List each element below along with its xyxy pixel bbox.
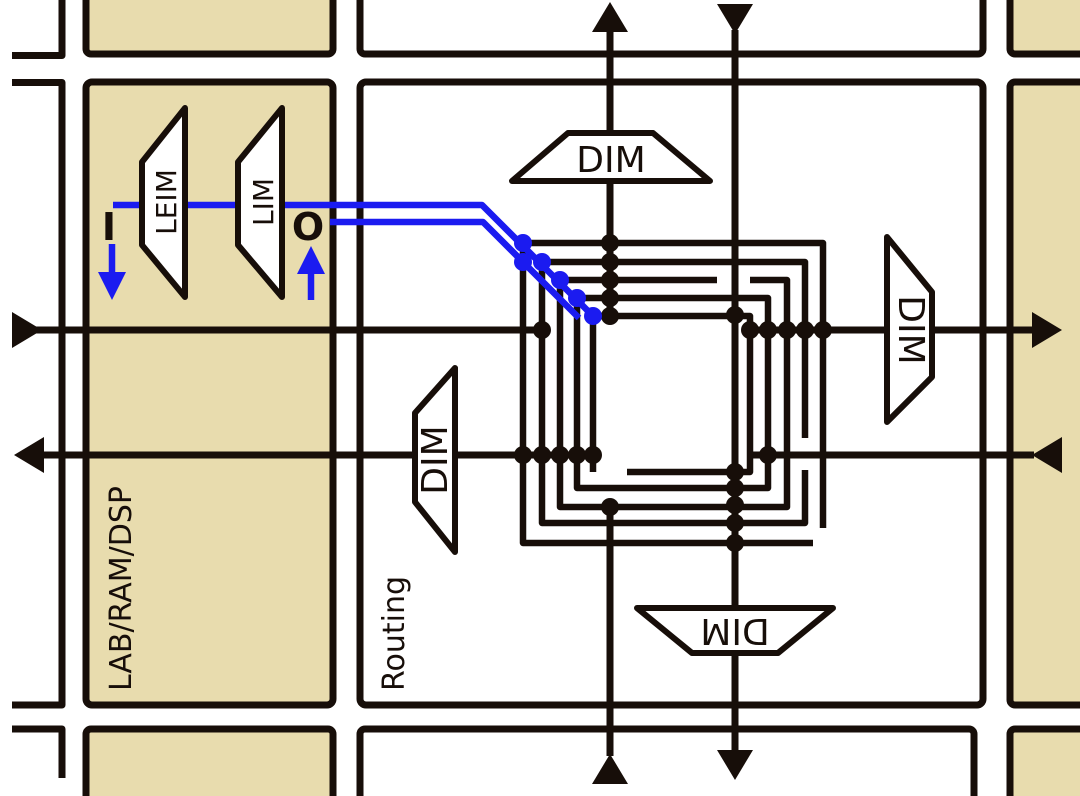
junction-dot [568,446,586,464]
lim-label: LIM [247,178,280,226]
junction-dot [726,514,744,532]
labels: LEIM LIM DIM DIM DIM DIM LAB/RAM/DSP Rou… [102,140,931,691]
right-neighbor-tile [1006,78,1080,709]
wire-arrow-right-icon [12,312,42,348]
dim-mux-bottom [634,605,836,656]
junction-dot [601,498,619,516]
routing-tile-above [356,0,987,58]
junction-dots [514,234,832,552]
routing-block-label: Routing [377,576,412,691]
left-neighbor-top-corner [12,0,66,59]
junction-dot [533,321,551,339]
junction-dot [759,446,777,464]
blue-junction-dot [584,307,602,325]
blue-junction-dot [551,271,569,289]
blue-junction-dot [533,253,551,271]
junction-dot [726,463,744,481]
right-neighbor-tile-below [1006,725,1080,796]
junction-dot [601,253,619,271]
lab-block-label: LAB/RAM/DSP [104,486,139,691]
wire-arrow-left-icon [1032,437,1062,473]
junction-dot [726,496,744,514]
wire-arrow-left-icon [14,437,44,473]
leim-mux [139,105,188,300]
input-arrow-down-icon [98,272,126,300]
dim-left-label: DIM [415,425,456,494]
ring-2 [538,258,809,527]
junction-dot [759,321,777,339]
left-neighbor-border [12,79,66,709]
lab-tile-above [82,0,337,58]
junction-dot [601,234,619,252]
dim-mux-left [412,365,458,555]
right-neighbor-tile-above [1006,0,1080,58]
input-port-label: I [102,205,116,249]
lab-tile-below [82,725,337,796]
ring-4 [573,294,772,492]
dim-right-label: DIM [890,295,931,364]
ring-3 [556,276,791,511]
dim-mux-top [509,130,713,184]
wire-arrow-up-icon [592,754,628,784]
junction-dot [796,321,814,339]
junction-dot [584,446,602,464]
dim-mux-right [884,234,935,425]
wire-arrow-down-icon [717,4,753,34]
output-port-label: O [292,205,324,249]
junction-dot [601,307,619,325]
junction-dot [514,446,532,464]
h-wire-left [14,437,1062,473]
junction-dot [741,321,759,339]
left-neighbor-bottom-corner [12,725,66,778]
multiplexers [139,105,935,656]
junction-dot [726,479,744,497]
wire-arrow-right-icon [1032,312,1062,348]
output-net [330,218,582,321]
junction-dot [726,534,744,552]
junction-dot [601,289,619,307]
blue-junction-dot [568,289,586,307]
wire-arrow-down-icon [717,750,753,780]
dim-top-label: DIM [576,140,645,181]
junction-dot [726,306,744,324]
lim-mux [235,105,285,300]
ring-5 [589,312,754,476]
junction-dot [778,321,796,339]
routing-tile-below [356,725,978,796]
junction-dot [551,446,569,464]
dim-bottom-label: DIM [700,610,769,651]
output-arrow-up-icon [297,246,325,274]
junction-dot [814,321,832,339]
blue-junction-dot [514,234,532,252]
junction-dot [533,446,551,464]
junction-dot [601,271,619,289]
leim-label: LEIM [150,169,183,235]
wire-arrow-up-icon [592,2,628,32]
blue-junction-dot [514,253,532,271]
